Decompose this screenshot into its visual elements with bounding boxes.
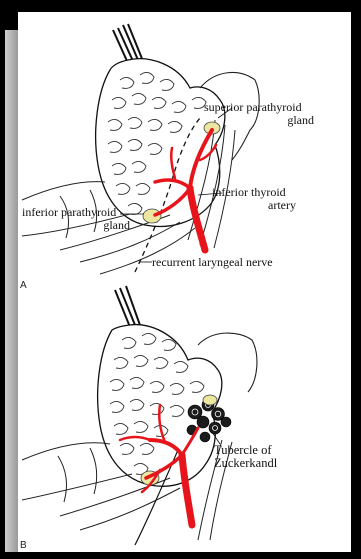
label-superior-parathyroid-line2: gland: [204, 114, 314, 127]
label-tubercle-line2: Zuckerkandl: [214, 457, 277, 470]
label-inferior-thyroid-line2: artery: [212, 199, 296, 212]
left-strip: [5, 30, 18, 552]
label-inferior-thyroid-artery: inferior thyroid artery: [212, 186, 296, 212]
label-tubercle-of-zuckerkandl: Tubercle of Zuckerkandl: [214, 444, 277, 470]
label-inferior-parathyroid: inferior parathyroid gland: [22, 206, 130, 232]
inferior-parathyroid-gland: [143, 209, 161, 223]
panel-letter-a: A: [20, 280, 27, 291]
label-recurrent-laryngeal-nerve: recurrent laryngeal nerve: [152, 256, 273, 269]
label-inferior-parathyroid-line2: gland: [22, 219, 130, 232]
superior-parathyroid-gland-b: [203, 395, 217, 405]
label-superior-parathyroid: superior parathyroid gland: [204, 101, 314, 127]
panel-letter-b: B: [20, 540, 27, 551]
